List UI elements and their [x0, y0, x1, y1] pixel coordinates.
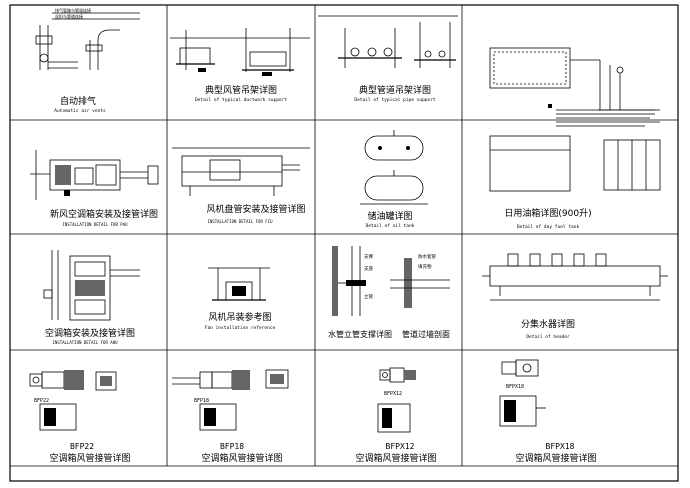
cell-title-wall: 管道过墙剖面 [402, 329, 450, 339]
cell-subtitle: Fan installation reference [205, 325, 276, 331]
riser-drawing [332, 246, 450, 316]
cell-oil-tank: 储油罐详图 Detail of oil tank [360, 130, 428, 229]
bfp18-drawing [172, 369, 289, 431]
cell-water-header: 分集水器详图 Detail of header [482, 253, 668, 340]
cell-fcu-installation: 风机盘管安装及接管详图 INSTALLATION DETAIL FOR FCU [172, 147, 310, 224]
cell-bfp22: BFP22 BFP22 空调箱风管接管详图 [29, 370, 131, 464]
fan-drawing [208, 267, 270, 301]
model-label: BFP18 [220, 442, 244, 451]
model-small: BFPX18 [506, 384, 524, 390]
wall-note-1: 防水套管 [418, 253, 436, 260]
cell-title: 日用油箱详图(900升) [504, 207, 591, 219]
cell-pipe-support: 典型管道吊架详图 Detail of typical pipe support [318, 15, 458, 103]
pipe-support-drawing [318, 15, 458, 68]
cell-title: 自动排气 [60, 95, 96, 107]
cell-title: 空调箱风管接管详图 [49, 452, 130, 464]
cell-bfpx18: BFPX18 BFPX18 空调箱风管接管详图 [499, 359, 597, 464]
cell-title: 新风空调箱安装及接管详图 [50, 208, 158, 220]
duct-support-drawing [170, 28, 310, 76]
model-small: BFPX12 [384, 391, 402, 397]
cell-title-riser: 水管立管支撑详图 [328, 329, 392, 339]
cell-day-fuel-tank: 日用油箱详图(900升) Detail of day fuel tank [489, 47, 661, 230]
header-drawing [482, 253, 668, 301]
cell-riser-support: 支撑 支座 立管 防水套管 填充物 水管立管支撑详图 管道过墙剖面 [328, 246, 450, 339]
model-small: BFP22 [34, 398, 49, 404]
cell-fan-installation: 风机吊装参考图 Fan installation reference [205, 267, 276, 331]
model-label: BFPX18 [546, 442, 575, 451]
cell-title: 典型风管吊架详图 [205, 84, 277, 96]
cell-bfp18: BFP18 BFP18 空调箱风管接管详图 [172, 369, 289, 464]
cell-subtitle: INSTALLATION DETAIL FOR PAU [62, 222, 128, 227]
model-small: BFP18 [194, 398, 209, 404]
cell-title: 风机吊装参考图 [208, 311, 271, 323]
cell-title: 空调箱风管接管详图 [355, 452, 436, 464]
cell-bfpx12: BFPX12 BFPX12 空调箱风管接管详图 [355, 367, 437, 464]
cell-subtitle: INSTALLATION DETAIL FOR FCU [207, 219, 273, 224]
bfpx12-drawing [377, 367, 416, 433]
cell-subtitle: Detail of header [526, 334, 570, 340]
air-vent-drawing [35, 12, 140, 70]
cell-subtitle: Detail of day fuel tank [517, 224, 580, 230]
cell-subtitle: Automatic air vents [54, 108, 106, 114]
cell-subtitle: Detail of oil tank [366, 223, 415, 229]
model-label: BFP22 [70, 442, 94, 451]
fuel-tank-notes [548, 104, 660, 127]
bfp22-drawing [29, 370, 117, 431]
grid-lines [10, 5, 678, 467]
fcu-drawing [172, 147, 310, 196]
note-2: 丝扣与管道连接 [55, 13, 83, 19]
model-label: BFPX12 [386, 442, 415, 451]
cell-subtitle: Detail of typical pipe support [354, 97, 436, 103]
riser-note-1: 支撑 [364, 253, 373, 260]
cell-pau-installation: 新风空调箱安装及接管详图 INSTALLATION DETAIL FOR PAU [30, 150, 159, 227]
cell-title: 空调箱风管接管详图 [515, 452, 596, 464]
oil-tank-drawing [360, 130, 428, 205]
cell-subtitle: Detail of typical ductwork support [195, 97, 287, 103]
sheet-border [9, 4, 679, 482]
bfpx18-drawing [499, 359, 546, 427]
cell-ahu-installation: 空调箱安装及接管详图 INSTALLATION DETAIL FOR AHU [43, 250, 140, 345]
wall-note-2: 填充物 [418, 263, 432, 270]
cell-title: 储油罐详图 [367, 210, 412, 222]
ahu-drawing [43, 250, 140, 321]
pau-drawing [30, 150, 159, 200]
riser-note-3: 立管 [364, 293, 373, 300]
cell-title: 风机盘管安装及接管详图 [206, 203, 305, 215]
cell-auto-air-vent: 排气管路与管道连接 丝扣与管道连接 自动排气 Automatic air ven… [35, 7, 140, 114]
cell-title: 典型管道吊架详图 [359, 84, 431, 96]
cell-duct-support: 典型风管吊架详图 Detail of typical ductwork supp… [170, 28, 310, 103]
cell-subtitle: INSTALLATION DETAIL FOR AHU [52, 340, 118, 345]
riser-note-2: 支座 [364, 265, 373, 272]
fuel-tank-drawing [489, 47, 661, 192]
note-1: 排气管路与管道连接 [55, 7, 91, 13]
cell-title: 分集水器详图 [521, 318, 575, 330]
cell-title: 空调箱安装及接管详图 [45, 327, 135, 339]
cell-title: 空调箱风管接管详图 [201, 452, 282, 464]
